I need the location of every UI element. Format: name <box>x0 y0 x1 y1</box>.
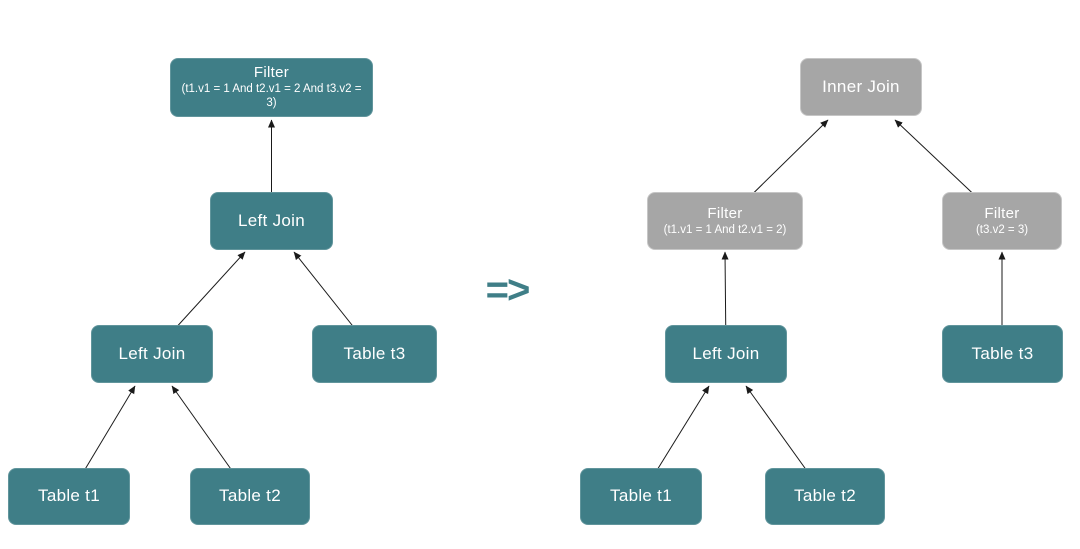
node-title: Table t1 <box>610 486 672 506</box>
node-title: Table t2 <box>219 486 281 506</box>
node-table-t2: Table t2 <box>765 468 885 525</box>
node-table-t3: Table t3 <box>312 325 437 383</box>
node-title: Left Join <box>238 210 305 230</box>
node-left-join-lower: Left Join <box>91 325 213 383</box>
node-filter-t3: Filter (t3.v2 = 3) <box>942 192 1062 250</box>
node-title: Left Join <box>118 343 186 363</box>
node-title: Left Join <box>692 343 760 363</box>
node-title: Table t2 <box>794 486 856 506</box>
node-title: Table t3 <box>343 343 406 363</box>
node-title: Filter <box>707 204 743 222</box>
node-title: Filter <box>984 204 1020 222</box>
node-table-t3: Table t3 <box>942 325 1063 383</box>
node-inner-join: Inner Join <box>800 58 922 116</box>
node-left-join: Left Join <box>665 325 787 383</box>
node-title: Table t1 <box>38 486 100 506</box>
node-filter: Filter (t1.v1 = 1 And t2.v1 = 2 And t3.v… <box>170 58 373 117</box>
node-condition: (t3.v2 = 3) <box>975 223 1029 236</box>
node-title: Filter <box>253 64 290 82</box>
node-condition: (t1.v1 = 1 And t2.v1 = 2 And t3.v2 = 3) <box>181 83 362 109</box>
transform-arrow-label: => <box>485 268 531 312</box>
node-title: Table t3 <box>971 343 1034 363</box>
node-left-join-upper: Left Join <box>210 192 333 250</box>
node-table-t1: Table t1 <box>580 468 702 525</box>
node-condition: (t1.v1 = 1 And t2.v1 = 2) <box>663 223 787 236</box>
node-table-t1: Table t1 <box>8 468 130 525</box>
node-title: Inner Join <box>822 76 900 96</box>
node-table-t2: Table t2 <box>190 468 310 525</box>
node-filter-t1-t2: Filter (t1.v1 = 1 And t2.v1 = 2) <box>647 192 803 250</box>
